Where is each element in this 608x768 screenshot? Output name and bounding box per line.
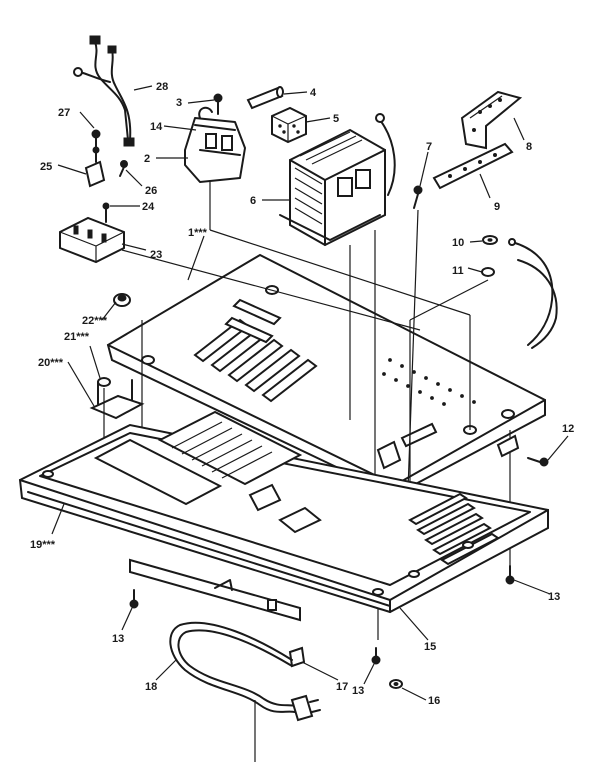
callout-3: 3 (176, 97, 182, 109)
callout-13-left: 13 (112, 633, 124, 645)
perforation-dots (382, 358, 476, 406)
callout-24: 24 (142, 201, 155, 213)
terminal-block-23-part (59, 216, 125, 264)
base-pan-part (18, 410, 549, 622)
fuse-part (246, 86, 284, 110)
callout-7: 7 (426, 141, 432, 153)
callout-25: 25 (40, 161, 52, 173)
callout-21: 21*** (64, 331, 90, 343)
callout-14: 14 (150, 121, 163, 133)
nut-21-part (97, 377, 111, 387)
screw-13a-part (129, 589, 139, 609)
bracket-25-part (84, 129, 106, 188)
wire-harness-part (73, 35, 135, 147)
callout-2: 2 (144, 153, 150, 165)
base-vent-slots (408, 492, 500, 566)
screw-13b-part (505, 565, 515, 585)
callout-9: 9 (494, 201, 500, 213)
callout-23: 23 (150, 249, 162, 261)
power-leads-part (508, 238, 558, 349)
screw-7-part (413, 185, 423, 209)
callout-labels: 28 3 4 14 5 27 8 2 7 25 26 6 24 9 1*** 1… (30, 81, 574, 707)
callout-13-bottom: 13 (352, 685, 364, 697)
washer-11-part (481, 267, 495, 277)
screw-24-part (102, 202, 110, 223)
callout-22: 22*** (82, 315, 108, 327)
callout-13-right: 13 (548, 591, 560, 603)
callout-19: 19*** (30, 539, 56, 551)
leader-lines (51, 85, 569, 701)
callout-28: 28 (156, 81, 168, 93)
grommet-22-part (113, 293, 131, 307)
vent-slots (193, 298, 318, 403)
callout-5: 5 (333, 113, 339, 125)
callout-20: 20*** (38, 357, 64, 369)
washer-10-part (482, 235, 498, 245)
foot-16-part (389, 679, 403, 689)
bracket-8-part (460, 90, 523, 150)
callout-4: 4 (310, 87, 317, 99)
callout-11: 11 (452, 265, 464, 277)
screw-12-part (496, 434, 549, 467)
callout-1: 1*** (188, 227, 208, 239)
callout-8: 8 (526, 141, 532, 153)
callout-15: 15 (424, 641, 436, 653)
callout-17: 17 (336, 681, 348, 693)
callout-18: 18 (145, 681, 157, 693)
power-cord-18-part (169, 621, 321, 722)
capacitor-block-part (271, 106, 307, 144)
switch-assembly-part (184, 93, 246, 183)
callout-12: 12 (562, 423, 574, 435)
callout-27: 27 (58, 107, 70, 119)
bracket-9-part (432, 142, 514, 190)
callout-10: 10 (452, 237, 464, 249)
callout-6: 6 (250, 195, 256, 207)
callout-16: 16 (428, 695, 440, 707)
screw-13c-part (371, 647, 381, 665)
cord-clamp-17-part (288, 646, 306, 668)
transformer-part (279, 113, 396, 247)
callout-26: 26 (145, 185, 157, 197)
screw-26-part (119, 160, 128, 177)
